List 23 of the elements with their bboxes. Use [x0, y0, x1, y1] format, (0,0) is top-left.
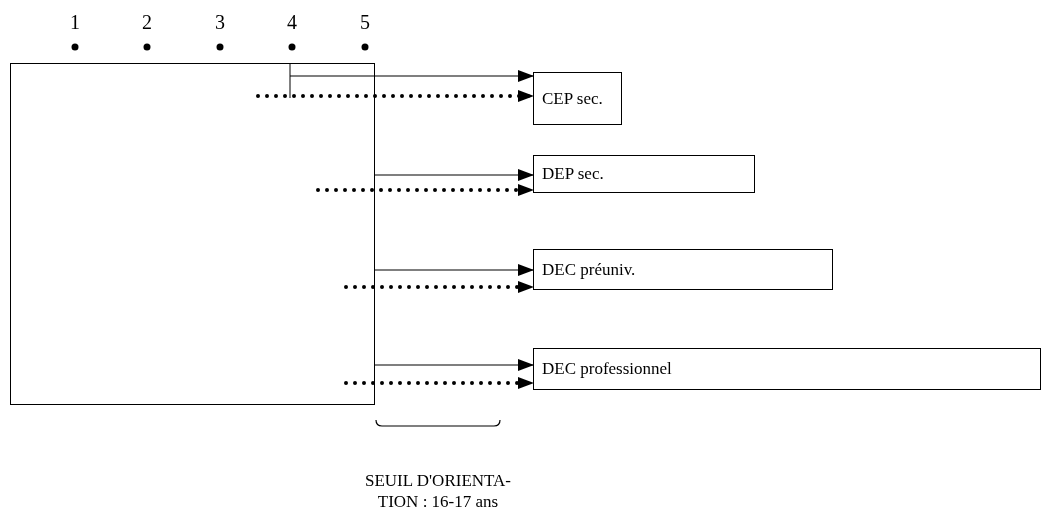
threshold-note: SEUIL D'ORIENTA- TION : 16-17 ans: [364, 470, 512, 513]
outcome-box: [533, 249, 833, 290]
dotted-arrow: [344, 377, 535, 389]
dotted-arrow: [344, 281, 535, 293]
outline-box: [10, 63, 375, 405]
outcome-box: [533, 72, 622, 125]
column-number: 5: [359, 10, 371, 35]
outcome-box: [533, 348, 1041, 390]
outcome-box: [533, 155, 755, 193]
column-number: 1: [69, 10, 81, 35]
arrow: [374, 264, 534, 276]
arrow: [374, 359, 534, 371]
arrow: [289, 70, 534, 82]
box-label: DEC préuniv.: [542, 259, 636, 280]
box-label: CEP sec.: [542, 88, 603, 109]
column-number: 4: [286, 10, 298, 35]
column-number: 3: [214, 10, 226, 35]
column-number: 2: [141, 10, 153, 35]
box-label: DEC professionnel: [542, 359, 672, 379]
box-label: DEP sec.: [542, 164, 604, 184]
dotted-arrow: [316, 184, 535, 196]
dotted-arrow: [256, 90, 535, 102]
arrow: [374, 169, 534, 181]
